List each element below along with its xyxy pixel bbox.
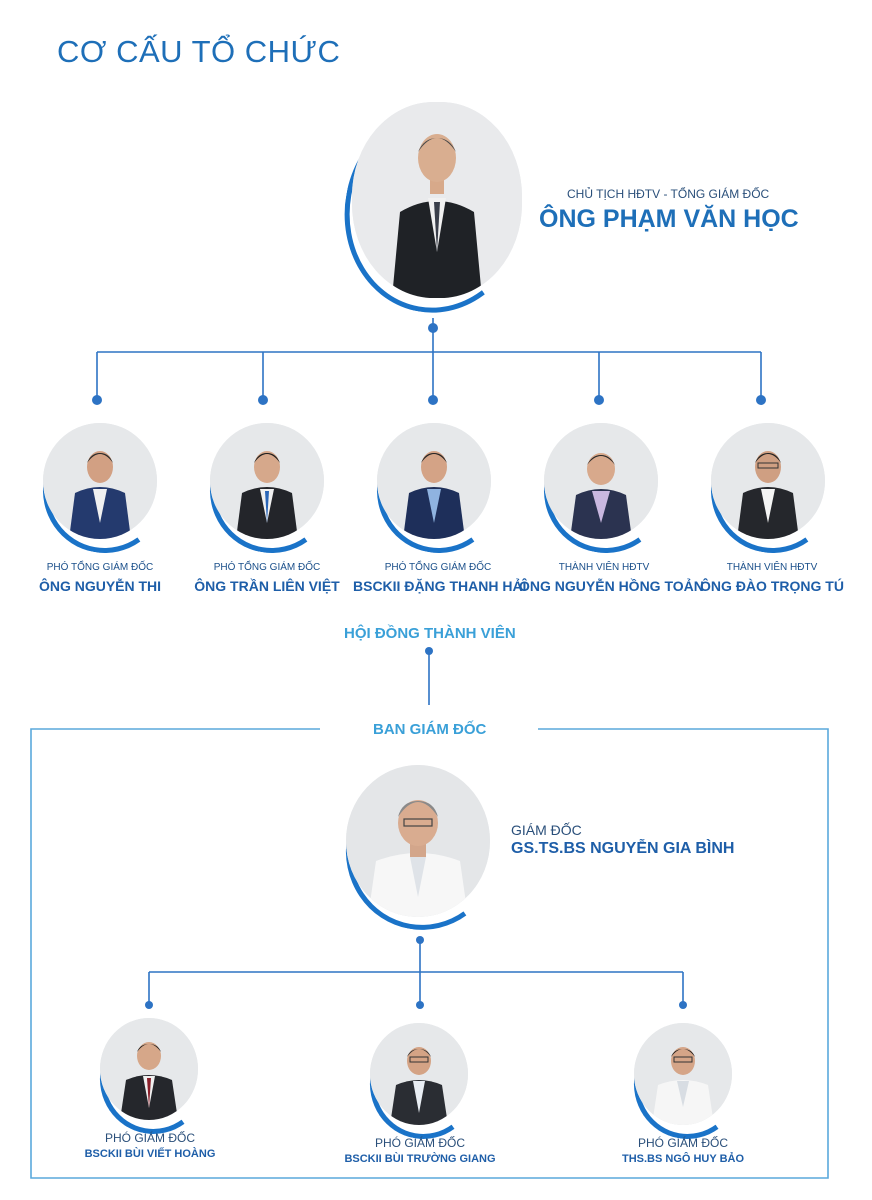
deputy-director-role: PHÓ GIÁM ĐỐC [637,1136,728,1150]
board-member-role: THÀNH VIÊN HĐTV [726,562,818,573]
director-name: GS.TS.BS NGUYỄN GIA BÌNH [511,840,735,857]
page-title: CƠ CẤU TỔ CHỨC [57,34,341,69]
management-label: BAN GIÁM ĐỐC [373,721,487,738]
board-member-role: THÀNH VIÊN HĐTV [558,562,650,573]
board-member-photo [43,423,157,539]
board-member-name: BSCKII ĐẶNG THANH HẢI [353,578,527,594]
board-member-name: ÔNG NGUYỄN HỒNG TOẢN [519,578,704,594]
deputy-director-name: BSCKII BÙI TRƯỜNG GIANG [344,1153,496,1165]
director-role: GIÁM ĐỐC [511,822,582,838]
board-member-photo [377,423,491,539]
board-member-role: PHÓ TỔNG GIÁM ĐỐC [384,562,492,573]
board-label: HỘI ĐỒNG THÀNH VIÊN [344,625,516,642]
board-member-name: ÔNG NGUYỄN THI [38,578,162,594]
deputy-director-photo [634,1023,732,1125]
board-member-name: ÔNG ĐÀO TRỌNG TÚ [700,578,844,594]
chairman-role: CHỦ TỊCH HĐTV - TỔNG GIÁM ĐỐC [567,187,770,201]
deputy-director-name: BSCKII BÙI VIẾT HOÀNG [84,1148,216,1160]
chairman-name: ÔNG PHẠM VĂN HỌC [539,205,799,233]
board-member-name: ÔNG TRẦN LIÊN VIỆT [194,578,340,594]
deputy-director-role: PHÓ GIÁM ĐỐC [374,1136,465,1150]
deputy-director-photo [370,1023,468,1125]
board-member-photo [711,423,825,539]
deputy-director-role: PHÓ GIÁM ĐỐC [104,1131,195,1145]
director-photo [346,765,490,917]
board-member-photo [210,423,324,539]
board-member-role: PHÓ TỔNG GIÁM ĐỐC [213,562,321,573]
chairman-photo [352,102,522,298]
deputy-director-photo [100,1018,198,1120]
board-member-photo [544,423,658,539]
board-member-role: PHÓ TỔNG GIÁM ĐỐC [46,562,154,573]
deputy-director-name: THS.BS NGÔ HUY BẢO [621,1153,745,1165]
